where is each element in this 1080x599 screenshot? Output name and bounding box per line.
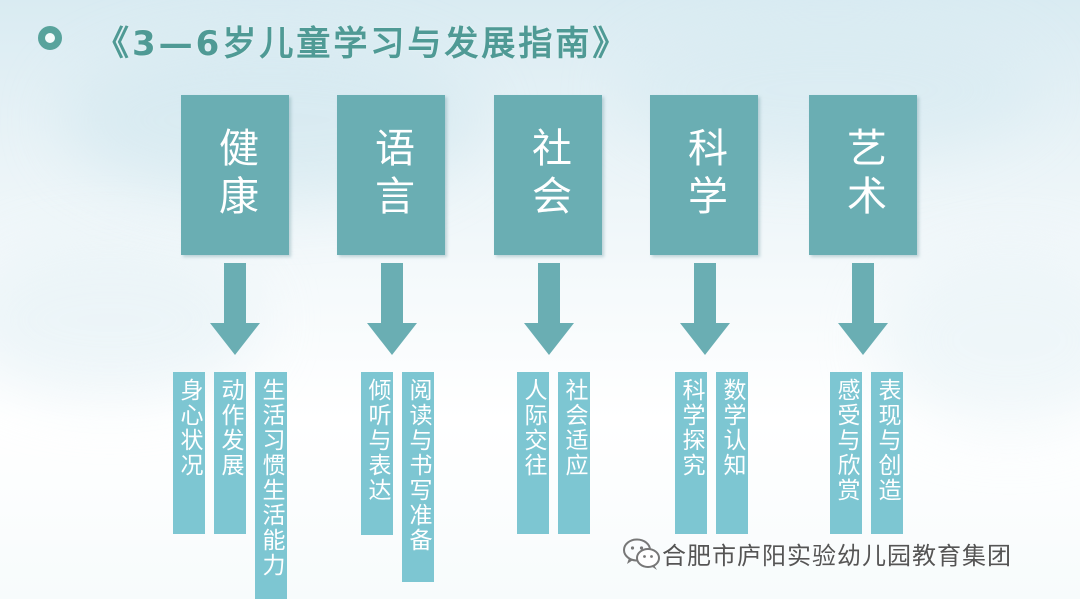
sub-item: 阅读与书写准备	[402, 372, 434, 582]
watermark: 合肥市庐阳实验幼儿园教育集团	[622, 536, 1012, 571]
arrow-down-icon	[680, 263, 730, 355]
watermark-text: 合肥市庐阳实验幼儿园教育集团	[662, 542, 1012, 570]
domain-label: 健康	[212, 127, 258, 223]
domain-box-society: 社会	[494, 95, 602, 255]
sub-label: 身心状况	[176, 378, 202, 478]
domain-box-language: 语言	[337, 95, 445, 255]
page-title: 《3—6岁儿童学习与发展指南》	[95, 24, 630, 64]
domain-label: 艺术	[840, 127, 886, 223]
sub-label: 阅读与书写准备	[405, 378, 431, 553]
arrow-down-icon	[367, 263, 417, 355]
wechat-icon	[623, 538, 660, 570]
sub-item: 身心状况	[173, 372, 205, 534]
arrow-down-icon	[838, 263, 888, 355]
sub-item: 数学认知	[716, 372, 748, 534]
domain-label: 社会	[525, 127, 571, 223]
circle-bullet-icon	[38, 26, 62, 50]
arrow-down-icon	[524, 263, 574, 355]
sub-item: 感受与欣赏	[830, 372, 862, 534]
sub-label: 数学认知	[719, 378, 745, 478]
sub-item: 表现与创造	[871, 372, 903, 534]
sub-label: 感受与欣赏	[833, 378, 859, 503]
sub-item: 动作发展	[214, 372, 246, 534]
sub-label: 倾听与表达	[364, 378, 390, 503]
sub-label: 表现与创造	[874, 378, 900, 503]
arrow-down-icon	[210, 263, 260, 355]
sub-label: 动作发展	[217, 378, 243, 478]
domain-label: 科学	[681, 127, 727, 223]
sub-label: 科学探究	[678, 378, 704, 478]
sub-item: 社会适应	[558, 372, 590, 534]
domain-box-art: 艺术	[809, 95, 917, 255]
sub-item: 科学探究	[675, 372, 707, 534]
domain-label: 语言	[368, 127, 414, 223]
sub-item: 倾听与表达	[361, 372, 393, 535]
sub-label: 生活习惯生活能力	[258, 378, 284, 578]
sub-item: 人际交往	[517, 372, 549, 534]
domain-box-science: 科学	[650, 95, 758, 255]
domain-box-health: 健康	[181, 95, 289, 255]
sub-item: 生活习惯生活能力	[255, 372, 287, 599]
sub-label: 人际交往	[520, 378, 546, 478]
sub-label: 社会适应	[561, 378, 587, 478]
